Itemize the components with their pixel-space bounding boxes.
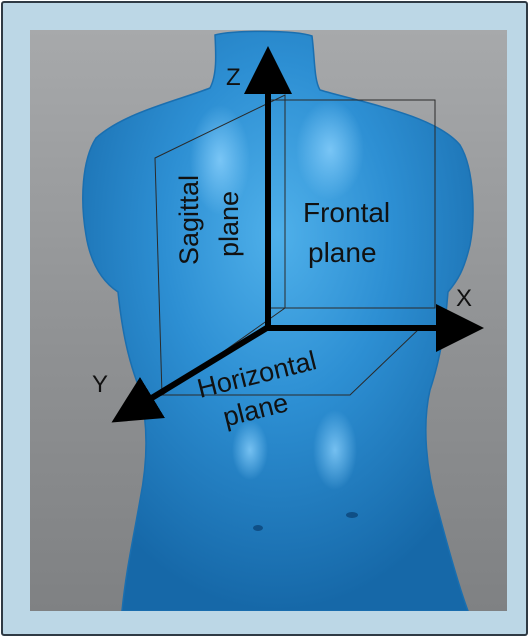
torso-silhouette bbox=[83, 31, 473, 611]
body-planes-diagram: Z X Y Sagittal plane Frontal plane Horiz… bbox=[30, 30, 507, 611]
dimple-right bbox=[346, 512, 358, 518]
sagittal-plane-label-line1: Sagittal bbox=[174, 175, 204, 265]
dimple-left bbox=[253, 525, 263, 531]
y-axis-label: Y bbox=[92, 371, 108, 398]
lower-back-highlight bbox=[313, 410, 357, 490]
frontal-plane-label-line1: Frontal bbox=[303, 197, 390, 228]
x-axis-label: X bbox=[456, 285, 472, 312]
sagittal-plane-label-line2: plane bbox=[214, 191, 244, 257]
torso-scan-image: Z X Y Sagittal plane Frontal plane Horiz… bbox=[30, 30, 507, 611]
frontal-plane-label-line2: plane bbox=[308, 237, 377, 268]
shoulder-highlight-right bbox=[296, 100, 364, 200]
z-axis-label: Z bbox=[226, 64, 241, 91]
